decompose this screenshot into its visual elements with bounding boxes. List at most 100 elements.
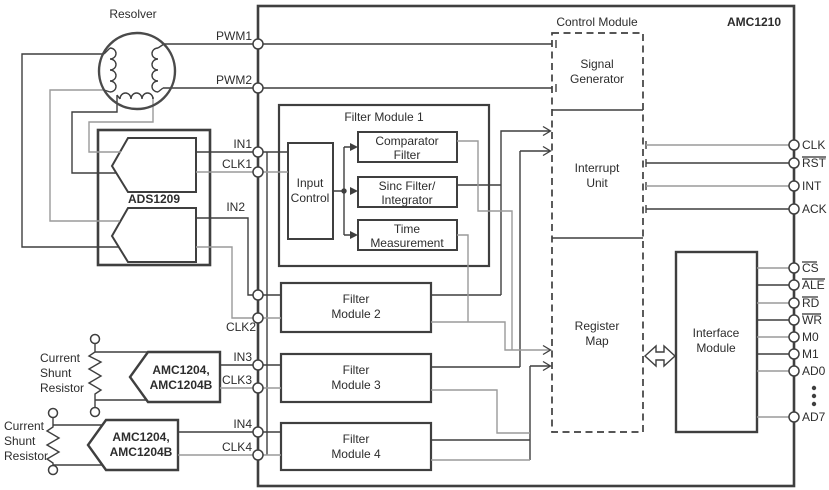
clk1-label: CLK1	[222, 157, 252, 171]
in1-pin	[252, 146, 264, 158]
in4-pin	[252, 426, 264, 438]
cs-pin	[788, 262, 800, 274]
m1-label: M1	[802, 347, 819, 361]
resolver-circle	[97, 31, 177, 111]
register-feed-b	[431, 365, 550, 460]
in3-pin	[252, 359, 264, 371]
resolver-coil-left	[109, 47, 117, 93]
control-module-label: Control Module	[556, 15, 638, 29]
pwm1-pin	[252, 38, 264, 50]
shunt-resistor-2-leads	[53, 424, 102, 466]
interrupt-unit-label-1: Interrupt	[575, 161, 620, 175]
resolver-symbol	[97, 31, 177, 111]
comparator-filter-label-1: Comparator	[375, 134, 438, 148]
amc1204-2-label-1: AMC1204,	[112, 430, 169, 444]
resolver-feedback-wire-1	[21, 53, 119, 248]
shunt1-label-2: Shunt	[40, 366, 72, 380]
right-pin-circles	[788, 139, 800, 423]
control-module-input-arrows	[542, 125, 552, 372]
ad0-pin	[788, 365, 800, 377]
m0-pin	[788, 331, 800, 343]
control-module-box	[551, 32, 644, 433]
amc1204-2-label-2: AMC1204B	[110, 445, 173, 459]
clk3-label: CLK3	[222, 373, 252, 387]
ale-label: ALE	[802, 278, 825, 292]
rd-label: RD	[802, 296, 820, 310]
resolver-feedback-wire-2	[71, 95, 118, 174]
wires-gray	[49, 89, 789, 461]
resolver-feedback-wire-3	[49, 89, 120, 222]
rd-pin	[788, 297, 800, 309]
ads1209-modulator-top	[110, 137, 197, 193]
shunt-resistor-1-symbol	[87, 343, 103, 407]
comparator-filter-label-2: Filter	[394, 148, 421, 162]
filter-module-2-label-1: Filter	[343, 292, 370, 306]
in4-label: IN4	[233, 417, 252, 431]
clk4-pin	[252, 449, 264, 461]
shunt2-top-terminal	[47, 407, 59, 419]
cs-label: CS	[802, 261, 819, 275]
interface-module-label-1: Interface	[693, 326, 740, 340]
comparator-output-wire	[457, 140, 513, 350]
ack-pin	[788, 203, 800, 215]
shunt1-label-1: Current	[40, 351, 81, 365]
resolver-coil-hooks	[103, 43, 165, 100]
interrupt-feed-a	[500, 130, 550, 295]
signal-generator-label-2: Generator	[570, 72, 624, 86]
shunt-resistor-2-symbol	[45, 417, 61, 465]
clk-label: CLK	[802, 138, 825, 152]
chip-name-label: AMC1210	[727, 15, 781, 29]
input-control-label-2: Control	[291, 191, 330, 205]
ellipsis-dot-3	[811, 401, 817, 407]
shunt1-label-3: Resistor	[40, 381, 84, 395]
ack-label: ACK	[802, 202, 827, 216]
fm3-output2-wire	[431, 389, 530, 434]
register-map-label-2: Map	[585, 334, 609, 348]
shunt1-bottom-terminal	[89, 406, 101, 418]
clk1-pin	[252, 166, 264, 178]
time-measurement-box	[357, 219, 458, 251]
shunt-terminal-circles	[47, 333, 101, 476]
arrow-into-sinc	[350, 187, 358, 195]
rst-label: RST	[802, 156, 827, 170]
active-low-overlines	[802, 156, 826, 315]
interrupt-unit-label-2: Unit	[586, 176, 608, 190]
filter-module-3-label-2: Module 3	[331, 378, 381, 392]
interrupt-feed-b	[431, 150, 550, 368]
arrow-into-comparator	[350, 143, 358, 151]
fanout-junction-dot	[341, 188, 347, 194]
amc1204-1-label-2: AMC1204B	[150, 378, 213, 392]
time-output-wire	[457, 234, 469, 322]
amc1204-1-label-1: AMC1204,	[152, 363, 209, 377]
clk2-pin	[252, 312, 264, 324]
ad7-pin	[788, 411, 800, 423]
filter-module-2-label-2: Module 2	[331, 307, 381, 321]
resolver-label: Resolver	[109, 7, 156, 21]
right-pin-labels: CLK RST INT ACK CS ALE RD WR M0 M1 AD0 A…	[802, 138, 827, 424]
input-control-box	[287, 142, 334, 240]
filter-module-2-box	[279, 281, 433, 334]
ads1209-label: ADS1209	[128, 192, 180, 206]
arrow-into-register-1	[542, 344, 552, 356]
int-label: INT	[802, 179, 822, 193]
m1-pin	[788, 348, 800, 360]
shunt2-label-2: Shunt	[4, 434, 36, 448]
interface-module-box	[674, 250, 759, 434]
int-pin	[788, 180, 800, 192]
ad-bus-ellipsis	[811, 385, 817, 407]
left-pin-circles	[252, 38, 264, 461]
filter-module-4-box	[279, 421, 433, 472]
arrow-into-interrupt-2	[542, 145, 552, 157]
register-feed-a	[431, 321, 550, 351]
sinc-filter-label-2: Integrator	[381, 193, 432, 207]
clk4-label: CLK4	[222, 440, 252, 454]
arrow-into-register-2	[542, 360, 552, 372]
filter-module-1-title: Filter Module 1	[344, 110, 424, 124]
filter-module-4-label-1: Filter	[343, 432, 370, 446]
pwm1-label: PWM1	[216, 29, 252, 43]
resolver-feedback-wire-4	[88, 97, 154, 153]
clk2-label: CLK2	[226, 320, 256, 334]
m0-label: M0	[802, 330, 819, 344]
shunt2-bottom-terminal	[47, 464, 59, 476]
